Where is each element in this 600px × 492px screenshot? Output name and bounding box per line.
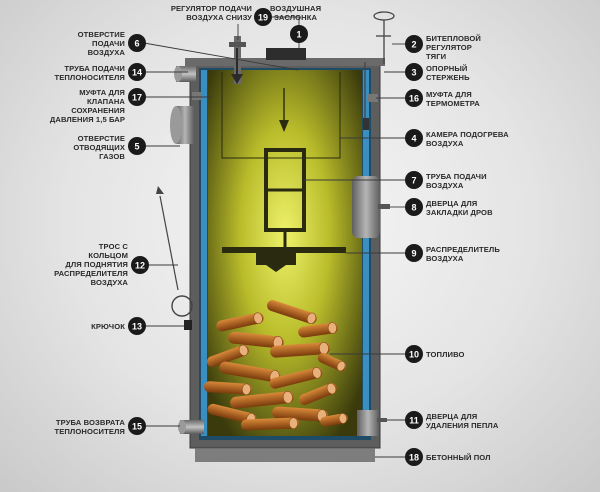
log bbox=[269, 367, 323, 389]
badge-14-text: 14 bbox=[132, 68, 142, 78]
badge-10-text: 10 bbox=[409, 350, 419, 360]
badge-11-text: 11 bbox=[409, 416, 419, 426]
badge-19-text: 19 bbox=[258, 13, 268, 23]
badge-8: 8 bbox=[405, 198, 423, 216]
badge-5: 5 bbox=[128, 137, 146, 155]
log bbox=[230, 390, 294, 409]
log bbox=[320, 413, 348, 427]
log bbox=[317, 352, 347, 372]
badge-18-text: 18 bbox=[409, 453, 419, 463]
badge-15-text: 15 bbox=[132, 422, 142, 432]
badge-13-text: 13 bbox=[132, 322, 142, 332]
top-lid bbox=[185, 58, 385, 66]
badge-10: 10 bbox=[405, 345, 423, 363]
badge-3-text: 3 bbox=[411, 68, 416, 78]
air-distributor bbox=[222, 247, 346, 253]
badge-16: 16 bbox=[405, 89, 423, 107]
hook bbox=[184, 320, 192, 330]
badge-4-text: 4 bbox=[411, 134, 416, 144]
badge-18: 18 bbox=[405, 448, 423, 466]
badge-9-text: 9 bbox=[411, 249, 416, 259]
water-jacket-left bbox=[201, 70, 207, 436]
log bbox=[241, 417, 299, 431]
log bbox=[270, 342, 330, 358]
badge-7: 7 bbox=[405, 171, 423, 189]
badge-9: 9 bbox=[405, 244, 423, 262]
log bbox=[267, 300, 317, 325]
log bbox=[299, 382, 337, 405]
badge-11: 11 bbox=[405, 411, 423, 429]
badge-1: 1 bbox=[290, 25, 308, 43]
badge-17: 17 bbox=[128, 88, 146, 106]
label-18: БЕТОННЫЙ ПОЛ bbox=[426, 453, 491, 462]
badge-5-text: 5 bbox=[134, 142, 139, 152]
air-damper bbox=[266, 48, 306, 60]
label-10: ТОПЛИВО bbox=[426, 350, 465, 359]
log bbox=[216, 312, 264, 332]
badge-16-text: 16 bbox=[409, 94, 419, 104]
badge-6: 6 bbox=[128, 34, 146, 52]
badge-4: 4 bbox=[405, 129, 423, 147]
log bbox=[206, 344, 250, 368]
badge-6-text: 6 bbox=[134, 39, 139, 49]
concrete-floor bbox=[195, 446, 375, 462]
badge-7-text: 7 bbox=[411, 176, 416, 186]
badge-1-text: 1 bbox=[296, 30, 301, 40]
label-13: КРЮЧОК bbox=[91, 322, 125, 331]
badge-17-text: 17 bbox=[132, 93, 142, 103]
preheat-chamber bbox=[221, 72, 341, 159]
badge-12: 12 bbox=[131, 256, 149, 274]
badge-15: 15 bbox=[128, 417, 146, 435]
log bbox=[204, 381, 252, 396]
badge-3: 3 bbox=[405, 63, 423, 81]
log bbox=[228, 331, 284, 349]
firewood-pile bbox=[204, 300, 348, 431]
badge-14: 14 bbox=[128, 63, 146, 81]
loading-door bbox=[352, 176, 380, 238]
log bbox=[298, 322, 338, 338]
badge-12-text: 12 bbox=[135, 261, 145, 271]
badge-2-text: 2 bbox=[411, 40, 416, 50]
badge-8-text: 8 bbox=[411, 203, 416, 213]
badge-13: 13 bbox=[128, 317, 146, 335]
badge-2: 2 bbox=[405, 35, 423, 53]
ash-door bbox=[357, 410, 379, 436]
badge-19: 19 bbox=[254, 8, 272, 26]
